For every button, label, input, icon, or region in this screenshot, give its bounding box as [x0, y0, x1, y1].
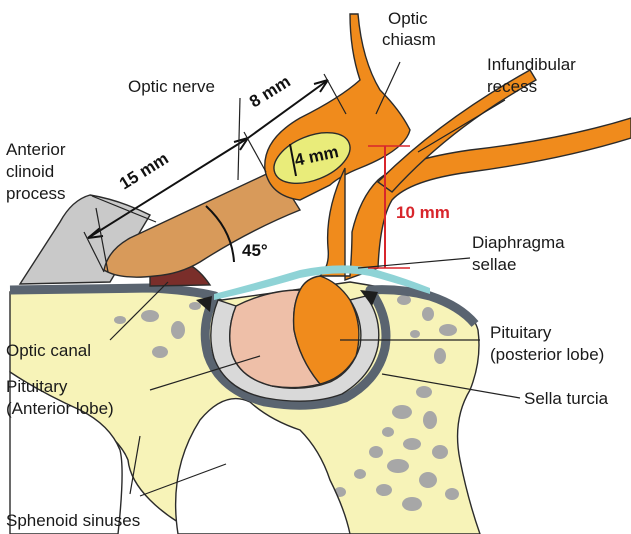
- label-infundibular-recess-2: recess: [487, 77, 537, 96]
- label-sella-turcia: Sella turcia: [524, 389, 609, 408]
- measure-45deg: 45°: [242, 241, 268, 260]
- measure-10mm: 10 mm: [396, 203, 450, 222]
- label-optic-chiasm-2: chiasm: [382, 30, 436, 49]
- label-sphenoid-sinuses: Sphenoid sinuses: [6, 511, 140, 530]
- label-pituitary-anterior-2: (Anterior lobe): [6, 399, 114, 418]
- measure-15mm: 15 mm: [116, 149, 172, 194]
- label-pituitary-anterior-1: Pituitary: [6, 377, 68, 396]
- label-pituitary-posterior-2: (posterior lobe): [490, 345, 604, 364]
- label-anterior-clinoid-2: clinoid: [6, 162, 54, 181]
- label-diaphragma-2: sellae: [472, 255, 516, 274]
- label-diaphragma-1: Diaphragma: [472, 233, 565, 252]
- label-optic-nerve: Optic nerve: [128, 77, 215, 96]
- label-optic-chiasm-1: Optic: [388, 9, 428, 28]
- label-anterior-clinoid-3: process: [6, 184, 66, 203]
- label-optic-canal: Optic canal: [6, 341, 91, 360]
- measure-8mm: 8 mm: [246, 72, 294, 112]
- label-anterior-clinoid-1: Anterior: [6, 140, 66, 159]
- label-infundibular-recess-1: Infundibular: [487, 55, 576, 74]
- label-pituitary-posterior-1: Pituitary: [490, 323, 552, 342]
